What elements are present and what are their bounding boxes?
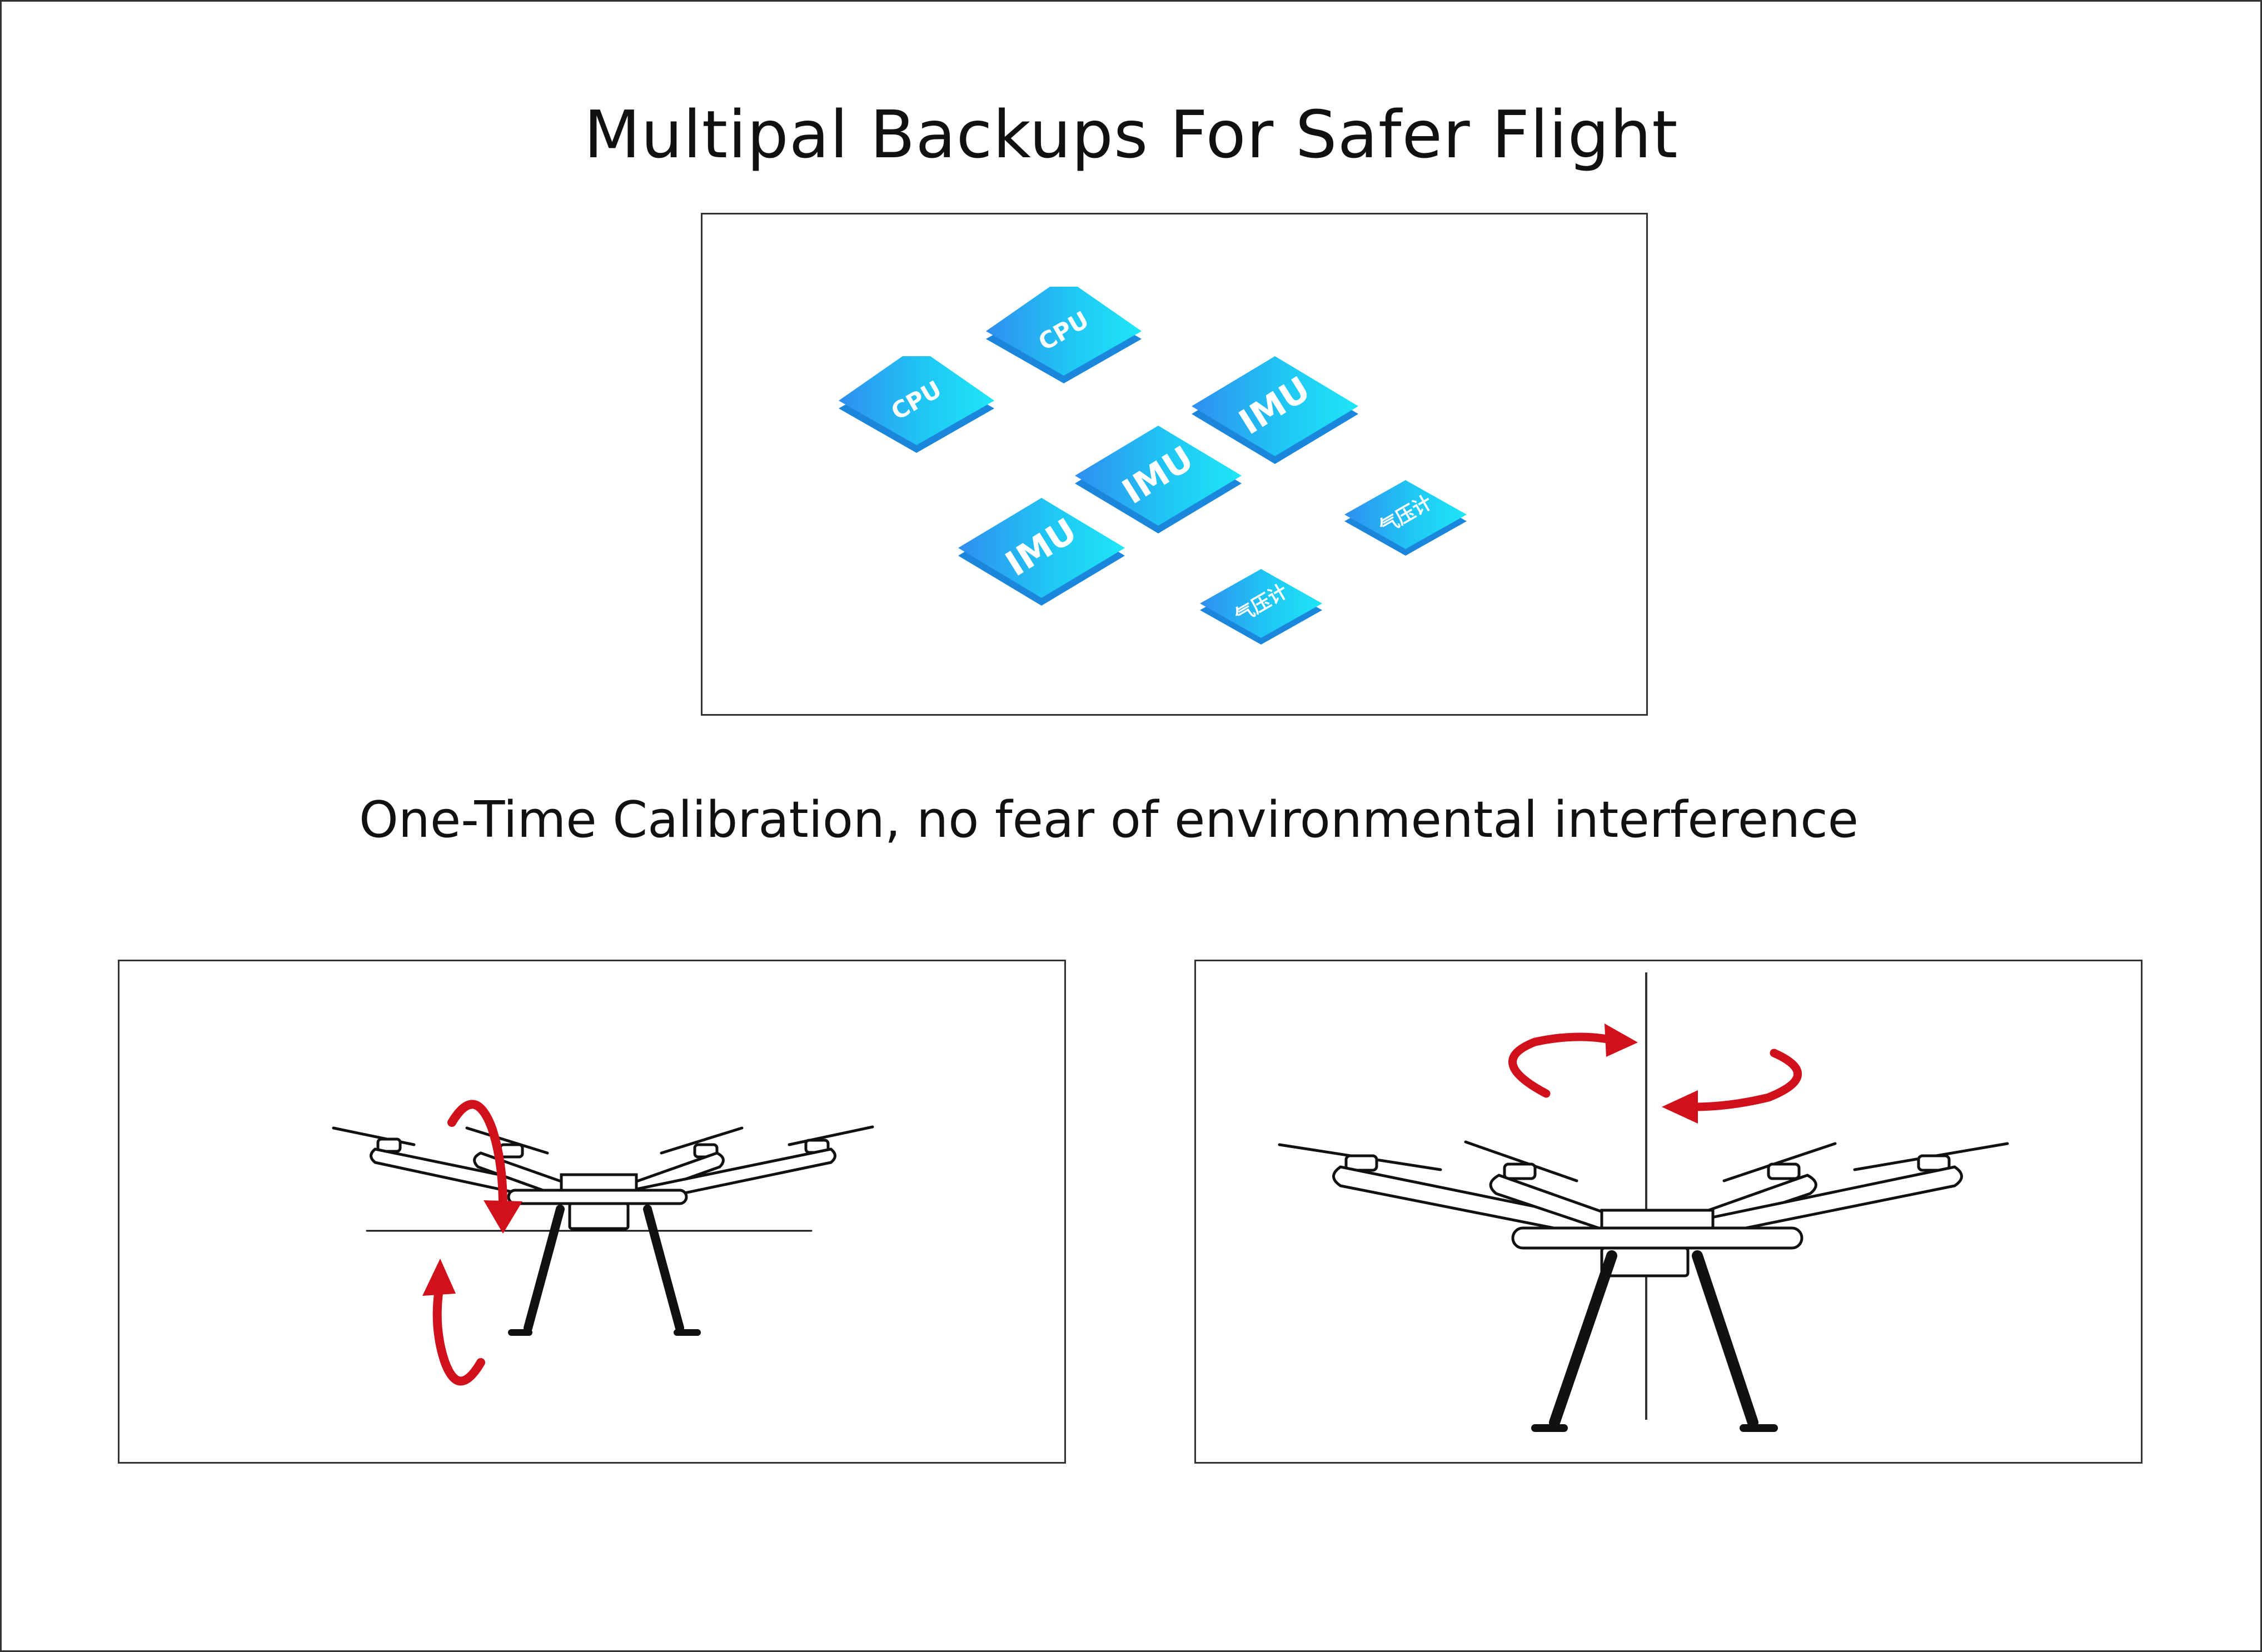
chip-barometer: 气压计	[1344, 480, 1467, 556]
chips-panel: CPU CPU IMU IMU	[701, 213, 1648, 716]
rotation-arrow-icon	[1508, 1024, 1802, 1124]
section-subtitle: One-Time Calibration, no fear of environ…	[358, 791, 1859, 849]
chips-illustration: CPU CPU IMU IMU	[839, 287, 1467, 645]
drone-rotation-icon	[1278, 972, 2009, 1432]
tilt-calibration-panel	[118, 960, 1066, 1464]
chip-cpu: CPU	[986, 287, 1142, 383]
chip-cpu: CPU	[839, 356, 994, 453]
chip-imu: IMU	[1192, 356, 1358, 464]
chip-imu: IMU	[958, 498, 1125, 606]
page-title: Multipal Backups For Safer Flight	[584, 96, 1678, 173]
drone-tilt-icon	[332, 1100, 874, 1386]
chip-imu: IMU	[1075, 426, 1242, 533]
tilt-arrow-icon	[422, 1100, 522, 1386]
chip-barometer: 气压计	[1200, 569, 1322, 645]
rotation-calibration-panel	[1194, 960, 2143, 1464]
